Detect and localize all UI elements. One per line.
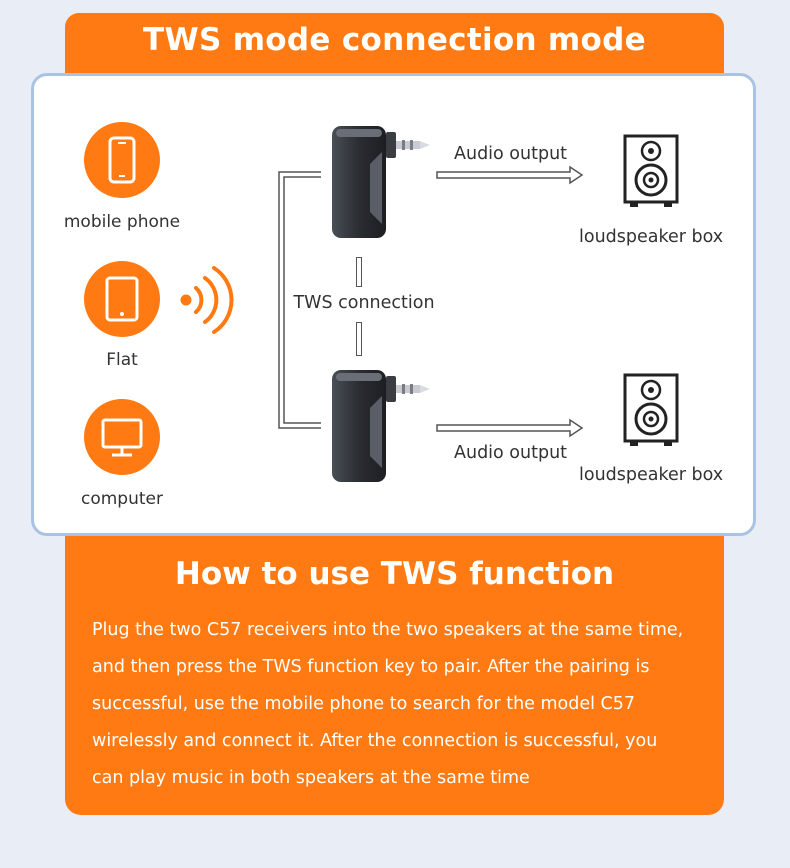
howto-line: and then press the TWS function key to p… (92, 657, 650, 677)
monitor-icon (84, 399, 160, 475)
page-title: TWS mode connection mode (143, 22, 646, 58)
audio-output-label-top: Audio output (454, 144, 568, 164)
source-label-phone: mobile phone (63, 212, 181, 232)
source-label-computer: computer (81, 489, 163, 509)
audio-output-arrow-top (436, 165, 584, 185)
receiver-device-bottom (332, 370, 430, 482)
speaker-label-bottom: loudspeaker box (579, 465, 724, 485)
howto-line: Plug the two C57 receivers into the two … (92, 620, 684, 640)
speaker-icon (623, 373, 679, 446)
howto-line: successful, use the mobile phone to sear… (92, 694, 636, 714)
speaker-icon (623, 134, 679, 207)
tws-connection-label: TWS connection (293, 293, 435, 313)
mobile-phone-icon (84, 122, 160, 198)
tablet-icon (84, 261, 160, 337)
howto-title: How to use TWS function (174, 556, 615, 592)
howto-description: Plug the two C57 receivers into the two … (92, 612, 712, 797)
speaker-label-top: loudspeaker box (579, 227, 724, 247)
receiver-device-top (332, 126, 430, 238)
tws-link-upper (356, 257, 362, 287)
bracket-connector (278, 171, 321, 429)
wireless-signal-icon (180, 266, 234, 334)
howto-line: wirelessly and connect it. After the con… (92, 731, 658, 751)
howto-banner (65, 520, 724, 815)
audio-output-arrow-bottom (436, 418, 584, 438)
tws-link-lower (356, 322, 362, 356)
source-label-tablet: Flat (106, 350, 138, 370)
audio-output-label-bottom: Audio output (454, 443, 568, 463)
howto-line: can play music in both speakers at the s… (92, 768, 530, 788)
